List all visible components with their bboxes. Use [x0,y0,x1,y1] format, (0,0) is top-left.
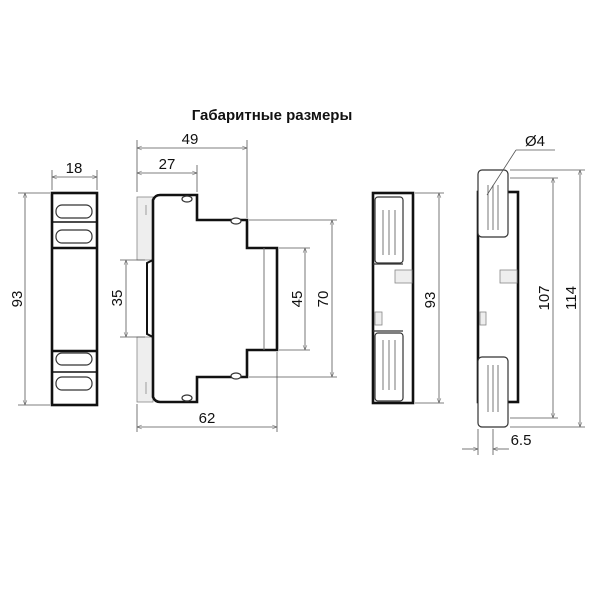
back-height-label: 93 [422,292,439,309]
offset-label: 6.5 [511,432,532,449]
rail-label: 35 [109,290,126,307]
back-view [371,191,444,405]
hole-diameter-label: Ø4 [525,133,545,150]
front-height-label: 93 [9,291,26,308]
front-width-label: 18 [66,160,83,177]
depth-total-label: 49 [182,131,199,148]
hole-spacing-label: 107 [536,285,553,310]
side-view [120,140,337,432]
depth-max-label: 62 [199,410,216,427]
total-height-label: 114 [563,286,580,310]
mid-height-label: 70 [315,291,332,308]
front-height-label-side: 45 [289,291,306,308]
drawing-title: Габаритные размеры [192,107,353,124]
front-view [18,170,99,407]
depth-front-label: 27 [159,156,176,173]
mount-view [462,149,585,455]
